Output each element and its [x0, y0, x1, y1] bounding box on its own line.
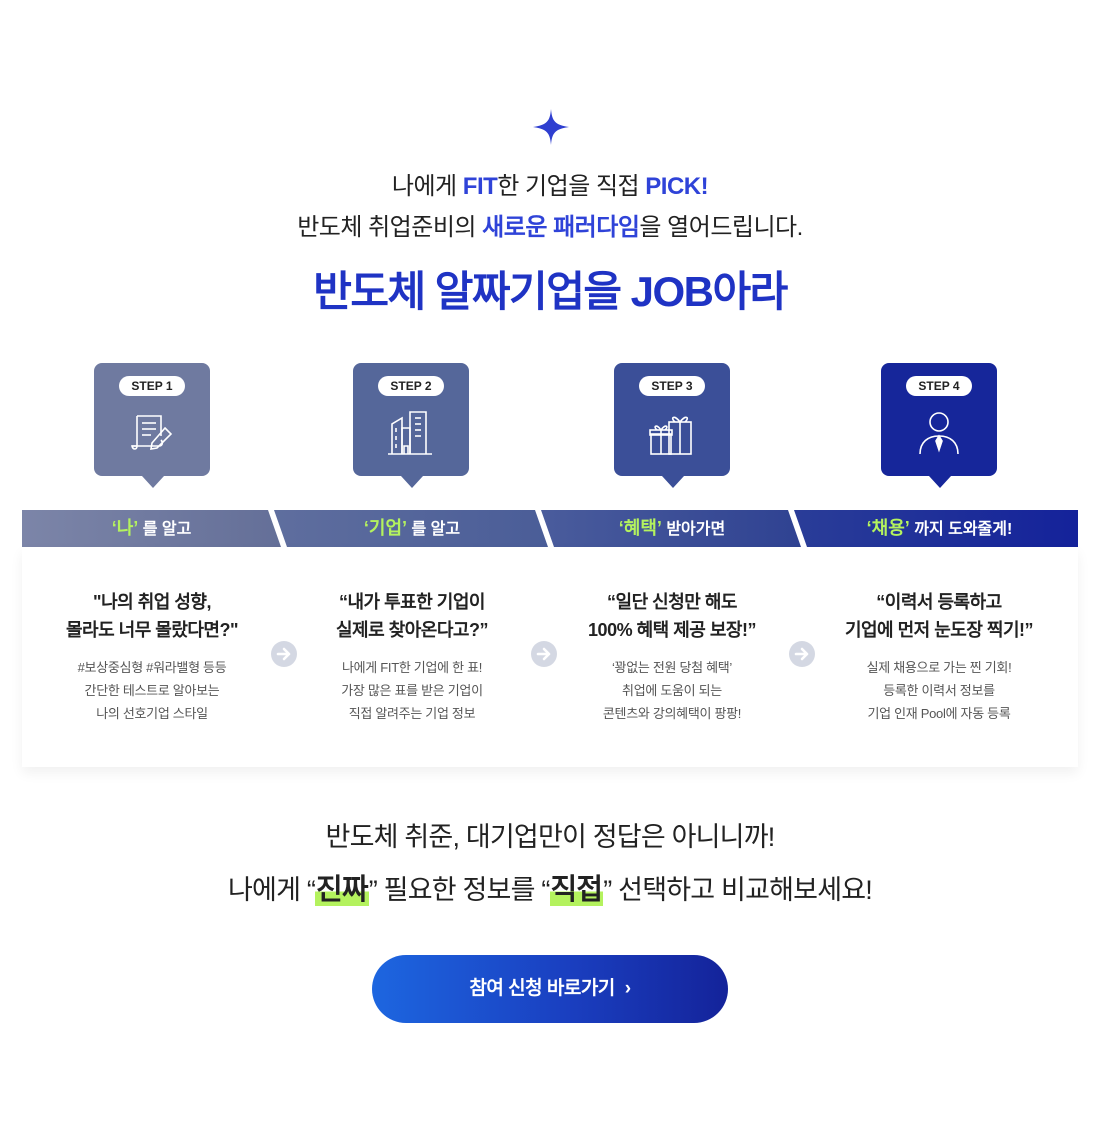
step-2-banner-label: ‘기업’ 를 알고: [363, 518, 461, 538]
person-tie-icon: [919, 412, 959, 455]
gift-boxes-icon: [649, 416, 692, 455]
step-1-banner-label: ‘나’ 를 알고: [111, 518, 192, 538]
step-4-icon-box: STEP 4: [881, 363, 997, 488]
step-4-banner-label: ‘채용’ 까지 도와줄게!: [866, 518, 1013, 538]
buildings-icon: [388, 411, 432, 455]
step-3-banner-label: ‘혜택’ 받아가면: [618, 518, 726, 538]
chevron-right-icon: ›: [624, 978, 631, 999]
step-1-icon-box: STEP 1: [94, 363, 210, 488]
arrow-right-icon: [531, 641, 557, 667]
intro-line-2: 반도체 취업준비의 새로운 패러다임을 열어드립니다.: [297, 214, 803, 241]
intro-line-1: 나에게 FIT한 기업을 직접 PICK!: [391, 173, 709, 200]
document-pen-icon: [130, 415, 173, 450]
bottom-line-2: 나에게 “진짜” 필요한 정보를 “직접” 선택하고 비교해보세요!: [228, 874, 873, 906]
arrow-right-icon: [789, 641, 815, 667]
paradigm-highlight: 새로운 패러다임: [482, 214, 640, 241]
step-banner: [22, 510, 1078, 547]
step-badge: STEP 2: [378, 376, 444, 396]
step-quote: "나의 취업 성향,몰라도 너무 몰랐다면?": [65, 592, 239, 640]
real-highlight: 진짜: [315, 874, 369, 906]
step-2-icon-box: STEP 2: [353, 363, 469, 488]
pick-highlight: PICK!: [645, 173, 709, 200]
step-badge: STEP 4: [906, 376, 972, 396]
step-badge: STEP 3: [639, 376, 705, 396]
fit-highlight: FIT: [462, 173, 498, 200]
step-3-icon-box: STEP 3: [614, 363, 730, 488]
arrow-right-icon: [271, 641, 297, 667]
bottom-line-1: 반도체 취준, 대기업만이 정답은 아니니까!: [325, 822, 776, 852]
apply-now-button[interactable]: 참여 신청 바로가기 ›: [372, 955, 728, 1023]
step-badge: STEP 1: [119, 376, 185, 396]
apply-now-label: 참여 신청 바로가기: [469, 978, 615, 999]
sparkle-icon: [533, 109, 569, 145]
page-headline: 반도체 알짜기업을 JOB아라: [313, 268, 788, 315]
direct-highlight: 직접: [549, 874, 604, 906]
